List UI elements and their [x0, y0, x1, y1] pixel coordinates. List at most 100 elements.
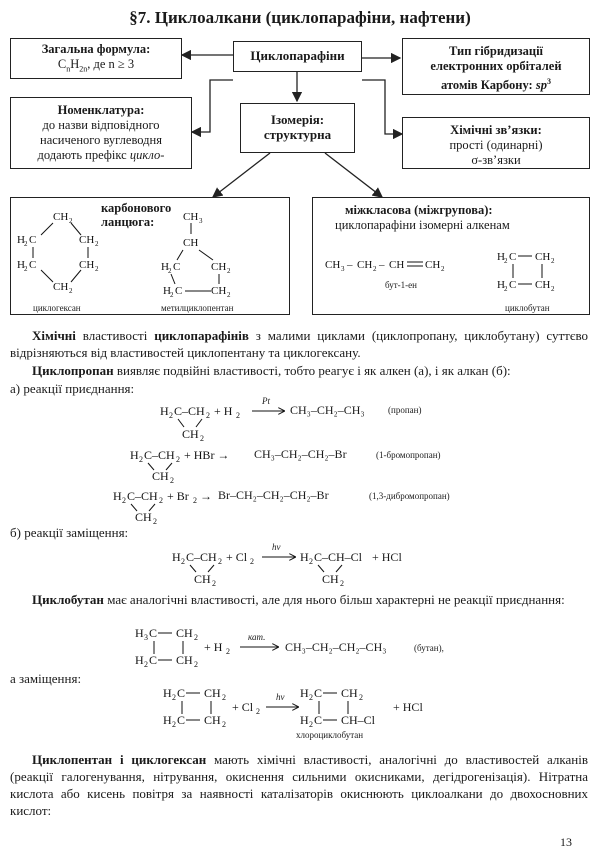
paragraph-cyclopentane-cyclohexane: Циклопентан і циклогексан мають хімічні …: [10, 752, 588, 818]
svg-text:CH: CH: [53, 211, 68, 223]
svg-text:+ H: + H: [204, 640, 223, 654]
formula-text: CnH2n, де n ≥ 3: [57, 57, 135, 74]
reaction5-product: CH₃–CH₂–CH₂–CH₃: [285, 640, 387, 654]
svg-text:CH: CH: [183, 237, 198, 249]
hybridization-box: Тип гібридизації електронних орбіталей а…: [402, 38, 590, 95]
svg-text:H: H: [113, 489, 122, 503]
svg-text:2: 2: [227, 267, 231, 275]
label-substitution: б) реакції заміщення:: [10, 525, 129, 540]
svg-text:2: 2: [222, 720, 226, 729]
svg-text:2: 2: [69, 217, 73, 225]
nomenclature-box: Номенклатура: до назви відповідного наси…: [10, 97, 192, 169]
svg-text:C: C: [314, 686, 322, 700]
svg-text:2: 2: [144, 660, 148, 669]
hybrid-line: електронних орбіталей: [430, 59, 562, 73]
svg-text:2: 2: [441, 265, 445, 273]
butene-caption: бут-1-ен: [385, 280, 417, 290]
svg-text:+ Cl: + Cl: [232, 700, 254, 714]
reaction1-catalyst: Pt: [262, 396, 270, 406]
svg-text:H: H: [163, 686, 172, 700]
svg-text:CH: CH: [183, 211, 198, 223]
nomenclature-line: додають префікс цикло-: [37, 148, 165, 162]
reaction1-name: (пропан): [388, 405, 422, 415]
svg-text:CH: CH: [204, 686, 221, 700]
isomerism-box: Ізомерія: структурна: [240, 103, 355, 153]
svg-text:2: 2: [95, 265, 99, 273]
svg-text:CH: CH: [194, 572, 211, 586]
svg-text:2: 2: [176, 455, 180, 464]
interclass-heading: міжкласова (міжгрупова):: [345, 203, 493, 217]
svg-text:C: C: [149, 653, 157, 667]
svg-text:H: H: [17, 234, 25, 246]
svg-text:+ H: + H: [214, 404, 233, 418]
svg-text:CH: CH: [182, 427, 199, 441]
svg-text:CH: CH: [176, 653, 193, 667]
isomerism-line2: структурна: [263, 127, 332, 142]
svg-text:CH: CH: [53, 281, 68, 293]
svg-text:C: C: [314, 713, 322, 727]
svg-text:2: 2: [193, 496, 197, 505]
reaction3-name: (1,3-дибромопропан): [369, 491, 450, 501]
nomenclature-line: до назви відповідного: [42, 118, 160, 132]
bonds-line2: σ-зв’язки: [471, 153, 521, 167]
svg-text:H: H: [497, 279, 505, 291]
svg-text:CH–Cl: CH–Cl: [341, 713, 376, 727]
svg-text:2: 2: [226, 647, 230, 656]
nomenclature-heading: Номенклатура:: [57, 103, 145, 117]
svg-text:2: 2: [69, 287, 73, 295]
svg-text:2: 2: [194, 660, 198, 669]
svg-text:2: 2: [256, 707, 260, 716]
reaction4-catalyst: hν: [272, 542, 281, 552]
svg-text:2: 2: [159, 496, 163, 505]
hybrid-line: Тип гібридизації: [448, 44, 544, 58]
svg-text:H: H: [135, 653, 144, 667]
svg-text:2: 2: [504, 285, 508, 293]
svg-text:CH: CH: [79, 259, 94, 271]
svg-text:2: 2: [309, 557, 313, 566]
svg-text:C: C: [177, 686, 185, 700]
svg-text:CH: CH: [325, 259, 340, 271]
svg-text:2: 2: [206, 411, 210, 420]
svg-text:H: H: [161, 261, 169, 273]
svg-text:2: 2: [200, 434, 204, 443]
page-title: §7. Циклоалкани (циклопарафіни, нафтени): [129, 8, 471, 27]
svg-text:2: 2: [153, 517, 157, 526]
bonds-box: Хімічні зв’язки: прості (одинарні) σ-зв’…: [402, 117, 590, 169]
reaction3-product: Br–CH₂–CH₂–CH₂–Br: [218, 488, 329, 502]
interclass-isomerism-box: міжкласова (міжгрупова): циклопарафіни і…: [312, 197, 590, 315]
svg-text:C: C: [509, 251, 516, 263]
svg-text:2: 2: [170, 476, 174, 485]
cyclohexane-caption: циклогексан: [33, 303, 81, 313]
svg-text:–: –: [378, 259, 385, 271]
svg-text:H: H: [172, 550, 181, 564]
isomerism-line1: Ізомерія:: [270, 112, 325, 127]
reaction2-name: (1-бромопропан): [376, 450, 441, 460]
svg-text:CH: CH: [79, 234, 94, 246]
cyclobutane-caption: циклобутан: [505, 303, 550, 313]
chain-heading1: карбонового: [101, 201, 172, 215]
svg-text:C: C: [29, 234, 36, 246]
svg-text:2: 2: [551, 285, 555, 293]
svg-text:2: 2: [122, 496, 126, 505]
svg-text:2: 2: [359, 693, 363, 702]
svg-text:2: 2: [212, 579, 216, 588]
paragraph-cyclobutane: Циклобутан має аналогічні властивості, а…: [32, 592, 565, 607]
paragraph-intro: Хімічні властивості циклопарафінів з мал…: [10, 328, 588, 360]
svg-text:2: 2: [24, 265, 28, 273]
methylcyclopentane-caption: метилциклопентан: [161, 303, 234, 313]
svg-text:2: 2: [551, 257, 555, 265]
svg-text:C–CH: C–CH: [174, 404, 205, 418]
svg-text:2: 2: [95, 240, 99, 248]
svg-text:+ HBr →: + HBr →: [184, 448, 229, 462]
svg-text:C: C: [173, 261, 180, 273]
formula-heading: Загальна формула:: [41, 42, 151, 56]
svg-text:CH: CH: [204, 713, 221, 727]
reaction2-product: CH₃–CH₂–CH₂–Br: [254, 447, 347, 461]
svg-text:CH: CH: [535, 251, 550, 263]
svg-text:C–CH–Cl: C–CH–Cl: [314, 550, 363, 564]
reaction5-catalyst: кат.: [248, 632, 266, 642]
svg-text:C–CH: C–CH: [186, 550, 217, 564]
center-label: Циклопарафіни: [250, 48, 345, 63]
